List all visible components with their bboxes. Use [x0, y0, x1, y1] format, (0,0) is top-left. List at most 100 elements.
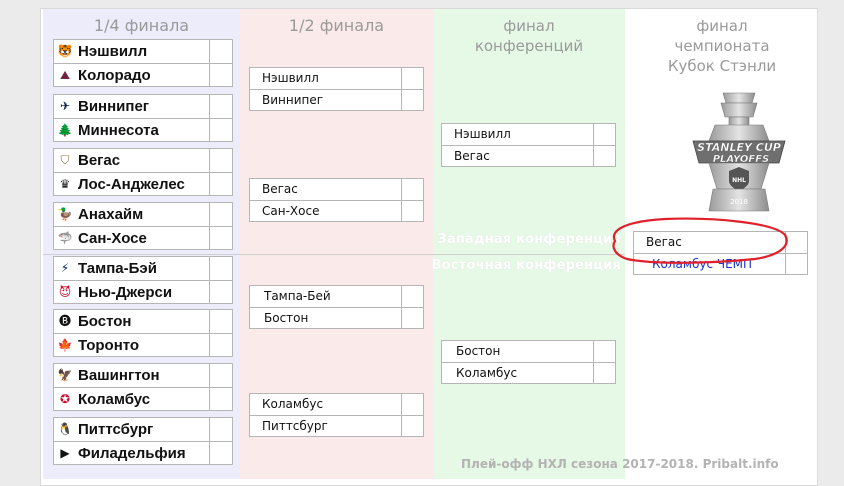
team-name: Вегас [78, 152, 121, 169]
semifinal-title: 1/2 финала [288, 16, 385, 35]
team-name: Нэшвилл [454, 127, 511, 141]
team-row: ✪Коламбус [54, 387, 232, 411]
team-name: Бостон [456, 344, 501, 358]
team-row: ⛰ Колорадо [54, 63, 232, 87]
eastern-conference-label: Восточная конференция [431, 258, 621, 273]
team-name: Коламбус [262, 397, 324, 411]
final-title-line2: чемпионата [674, 37, 770, 55]
conference-final-title: финал конференций [433, 16, 625, 56]
score-cell [209, 388, 232, 411]
quarterfinal-matchup: ⛉Вегас♛Лос-Анджелес [53, 148, 233, 196]
team-name: Филадельфия [78, 445, 186, 462]
ducks-logo-icon: 🦆 [57, 207, 73, 221]
quarterfinal-matchup: 🅑Бостон🍁Торонто [53, 309, 233, 357]
team-name: Нэшвилл [262, 71, 319, 85]
team-name: Колорадо [78, 67, 151, 84]
score-cell [209, 418, 232, 441]
quarterfinal-matchup: ✈ Виннипег 🌲 Миннесота [53, 94, 233, 142]
team-name: Сан-Хосе [78, 230, 147, 247]
team-name: Анахайм [78, 206, 144, 223]
score-cell [209, 227, 232, 250]
quarterfinal-matchup: 🦆 Анахайм 🦈 Сан-Хосе [53, 202, 233, 250]
score-cell [401, 416, 423, 437]
quarterfinal-matchup: ⚡Тампа-Бэй😈Нью-Джерси [53, 256, 233, 304]
team-name: Коламбус [456, 366, 518, 380]
score-cell [209, 203, 232, 226]
semifinal-matchup-4: Коламбус Питтсбург [249, 393, 424, 437]
score-cell [209, 149, 232, 172]
team-row: 🐯Нэшвилл [54, 40, 232, 63]
team-row: 🦅 Вашингтон [54, 364, 232, 387]
team-name: Сан-Хосе [262, 204, 320, 218]
conference-final-west: Нэшвилл Вегас [441, 123, 616, 167]
team-row: 😈Нью-Джерси [54, 280, 232, 304]
red-highlight-ellipse [612, 217, 788, 264]
team-row: 🦈 Сан-Хосе [54, 226, 232, 250]
team-name: Вегас [262, 182, 298, 196]
svg-text:STANLEY CUP: STANLEY CUP [697, 141, 781, 154]
team-name: Торонто [78, 337, 140, 354]
team-name: Питтсбург [78, 421, 154, 438]
team-row: ♛ Лос-Анджелес [54, 172, 232, 196]
svg-text:NHL: NHL [732, 177, 746, 184]
quarterfinal-matchup: 🐯Нэшвилл ⛰ Колорадо [53, 39, 233, 87]
team-name: Виннипег [78, 98, 150, 115]
capitals-logo-icon: 🦅 [57, 368, 73, 382]
team-name: Вашингтон [78, 367, 160, 384]
score-cell [401, 394, 423, 415]
quarterfinal-matchup: 🦅 Вашингтон ✪Коламбус [53, 363, 233, 411]
team-row: ✈ Виннипег [54, 95, 232, 118]
semifinal-matchup-2: Вегас Сан-Хосе [249, 178, 424, 222]
avalanche-logo-icon: ⛰ [59, 68, 71, 82]
quarterfinal-title: 1/4 финала [93, 16, 190, 35]
footer-credit: Плей-офф НХЛ сезона 2017-2018. Pribalt.i… [461, 457, 779, 471]
quarterfinal-matchup: 🐧Питтсбург▶Филадельфия [53, 417, 233, 465]
team-name: Питтсбург [262, 419, 328, 433]
conference-final-east: Бостон Коламбус [441, 340, 616, 384]
score-cell [401, 90, 423, 111]
score-cell [209, 364, 232, 387]
final-title-line3: Кубок Стэнли [667, 57, 777, 75]
svg-text:PLAYOFFS: PLAYOFFS [713, 154, 770, 165]
team-name: Виннипег [262, 93, 324, 107]
sharks-logo-icon: 🦈 [57, 231, 73, 245]
maple-leafs-logo-icon: 🍁 [57, 338, 73, 352]
bruins-logo-icon: 🅑 [58, 314, 71, 328]
team-name: Тампа-Бей [264, 289, 331, 303]
team-name: Коламбус [78, 391, 151, 408]
stanley-cup-playoffs-icon: STANLEY CUP PLAYOFFS NHL 2018 [692, 92, 786, 212]
score-cell [401, 68, 423, 89]
score-cell [209, 173, 232, 196]
jets-logo-icon: ✈ [59, 99, 71, 113]
score-cell [209, 310, 232, 333]
score-cell [401, 179, 423, 200]
wild-logo-icon: 🌲 [57, 123, 73, 137]
stanley-cup-final-matchup: Вегас Коламбус ЧЕМП [633, 231, 808, 275]
score-cell [593, 124, 615, 145]
team-row: 🌲 Миннесота [54, 118, 232, 142]
final-title: финал чемпионата Кубок Стэнли [625, 16, 817, 76]
conference-final-column-bg [433, 9, 625, 479]
semifinal-matchup-1: Нэшвилл Виннипег [249, 67, 424, 111]
final-title-line1: финал [696, 17, 748, 35]
score-cell [593, 341, 615, 362]
team-name: Миннесота [78, 122, 159, 139]
team-name: Бостон [264, 311, 309, 325]
score-cell [209, 95, 232, 118]
kings-logo-icon: ♛ [59, 177, 71, 191]
team-name: Вегас [646, 235, 682, 249]
score-cell [209, 281, 232, 304]
score-cell [401, 201, 423, 222]
team-row: 🦆 Анахайм [54, 203, 232, 226]
team-name: Лос-Анджелес [78, 176, 185, 193]
conference-divider [43, 254, 625, 255]
score-cell [209, 64, 232, 87]
score-cell [209, 442, 232, 465]
score-cell [209, 119, 232, 142]
playoff-bracket-panel: 1/4 финала 1/2 финала финал конференций … [40, 8, 818, 486]
conference-final-title-line2: конференций [474, 37, 584, 55]
score-cell [593, 363, 615, 384]
team-name: Нью-Джерси [78, 284, 173, 301]
score-cell [209, 334, 232, 357]
team-name: Нэшвилл [78, 43, 148, 60]
